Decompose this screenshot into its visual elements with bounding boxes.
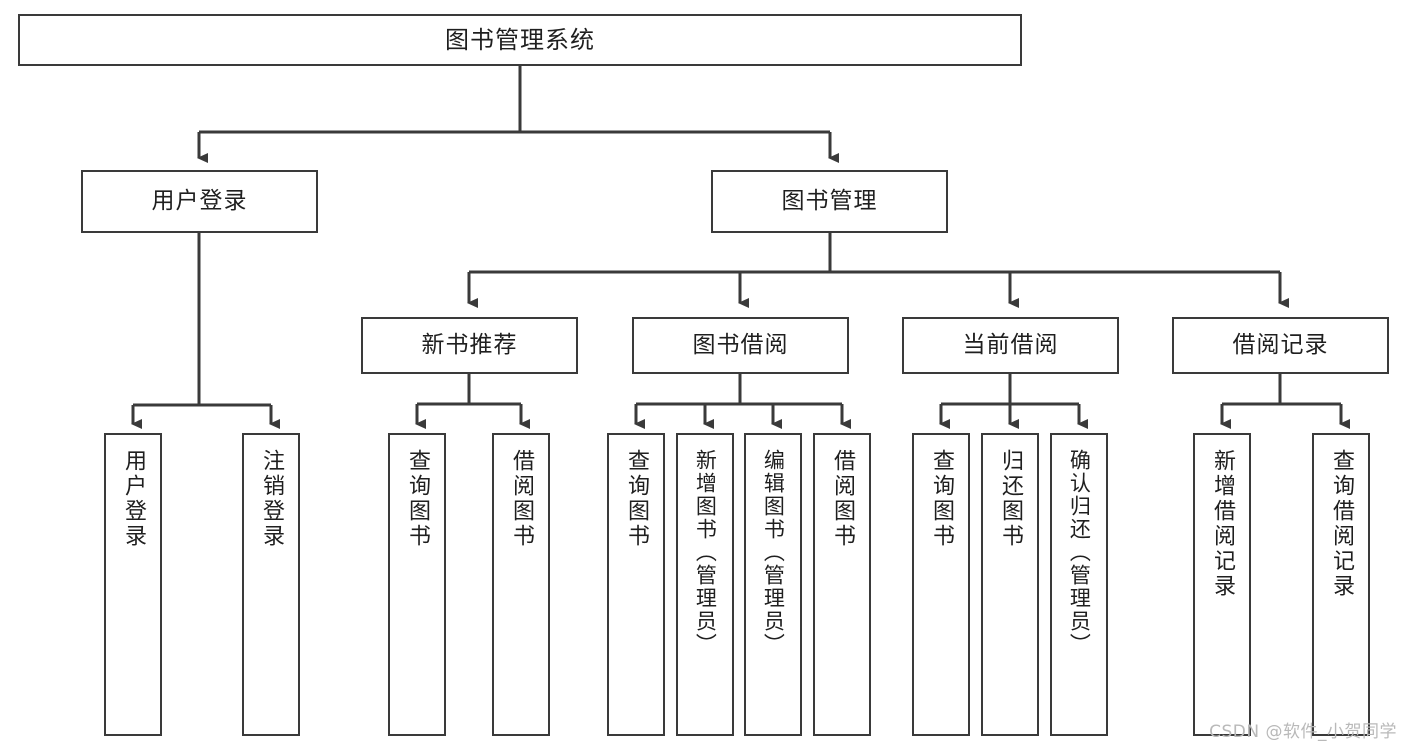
node-user-login[interactable]: 用户登录: [81, 170, 318, 233]
node-label: 用户登录: [120, 449, 146, 549]
node-label: 借阅图书: [829, 449, 855, 549]
node-new-book-recommend[interactable]: 新书推荐: [361, 317, 578, 374]
node-borrow-record[interactable]: 借阅记录: [1172, 317, 1389, 374]
leaf-user-login-login[interactable]: 用户登录: [104, 433, 162, 736]
node-label: 图书借阅: [692, 331, 789, 358]
leaf-borrow-query-book[interactable]: 查询图书: [607, 433, 665, 736]
node-label: 借阅图书: [508, 449, 534, 549]
node-label: 确认归还（管理员）: [1067, 449, 1092, 656]
leaf-record-add-record[interactable]: 新增借阅记录: [1193, 433, 1251, 736]
node-label: 新书推荐: [421, 331, 518, 358]
leaf-current-return-book[interactable]: 归还图书: [981, 433, 1039, 736]
node-label: 借阅记录: [1232, 331, 1329, 358]
node-label: 当前借阅: [962, 331, 1059, 358]
node-label: 查询图书: [404, 449, 430, 549]
leaf-borrow-add-book-admin[interactable]: 新增图书（管理员）: [676, 433, 734, 736]
node-book-borrow[interactable]: 图书借阅: [632, 317, 849, 374]
leaf-borrow-edit-book-admin[interactable]: 编辑图书（管理员）: [744, 433, 802, 736]
leaf-user-login-logout[interactable]: 注销登录: [242, 433, 300, 736]
node-label: 图书管理: [781, 187, 878, 214]
node-label: 查询图书: [928, 449, 954, 549]
node-label: 查询图书: [623, 449, 649, 549]
node-root-system[interactable]: 图书管理系统: [18, 14, 1022, 66]
node-label: 新增图书（管理员）: [693, 449, 718, 656]
leaf-current-confirm-return-admin[interactable]: 确认归还（管理员）: [1050, 433, 1108, 736]
node-label: 新增借阅记录: [1209, 449, 1235, 599]
watermark: CSDN @软件_小贺同学: [1209, 722, 1397, 742]
leaf-current-query-book[interactable]: 查询图书: [912, 433, 970, 736]
node-label: 注销登录: [258, 449, 284, 549]
node-label: 查询借阅记录: [1328, 449, 1354, 599]
node-current-borrow[interactable]: 当前借阅: [902, 317, 1119, 374]
node-book-management[interactable]: 图书管理: [711, 170, 948, 233]
leaf-new-book-query[interactable]: 查询图书: [388, 433, 446, 736]
node-label: 用户登录: [151, 187, 248, 214]
node-label: 图书管理系统: [445, 25, 595, 54]
leaf-new-book-borrow[interactable]: 借阅图书: [492, 433, 550, 736]
node-label: 编辑图书（管理员）: [761, 449, 786, 656]
leaf-borrow-borrow-book[interactable]: 借阅图书: [813, 433, 871, 736]
node-label: 归还图书: [997, 449, 1023, 549]
leaf-record-query-record[interactable]: 查询借阅记录: [1312, 433, 1370, 736]
